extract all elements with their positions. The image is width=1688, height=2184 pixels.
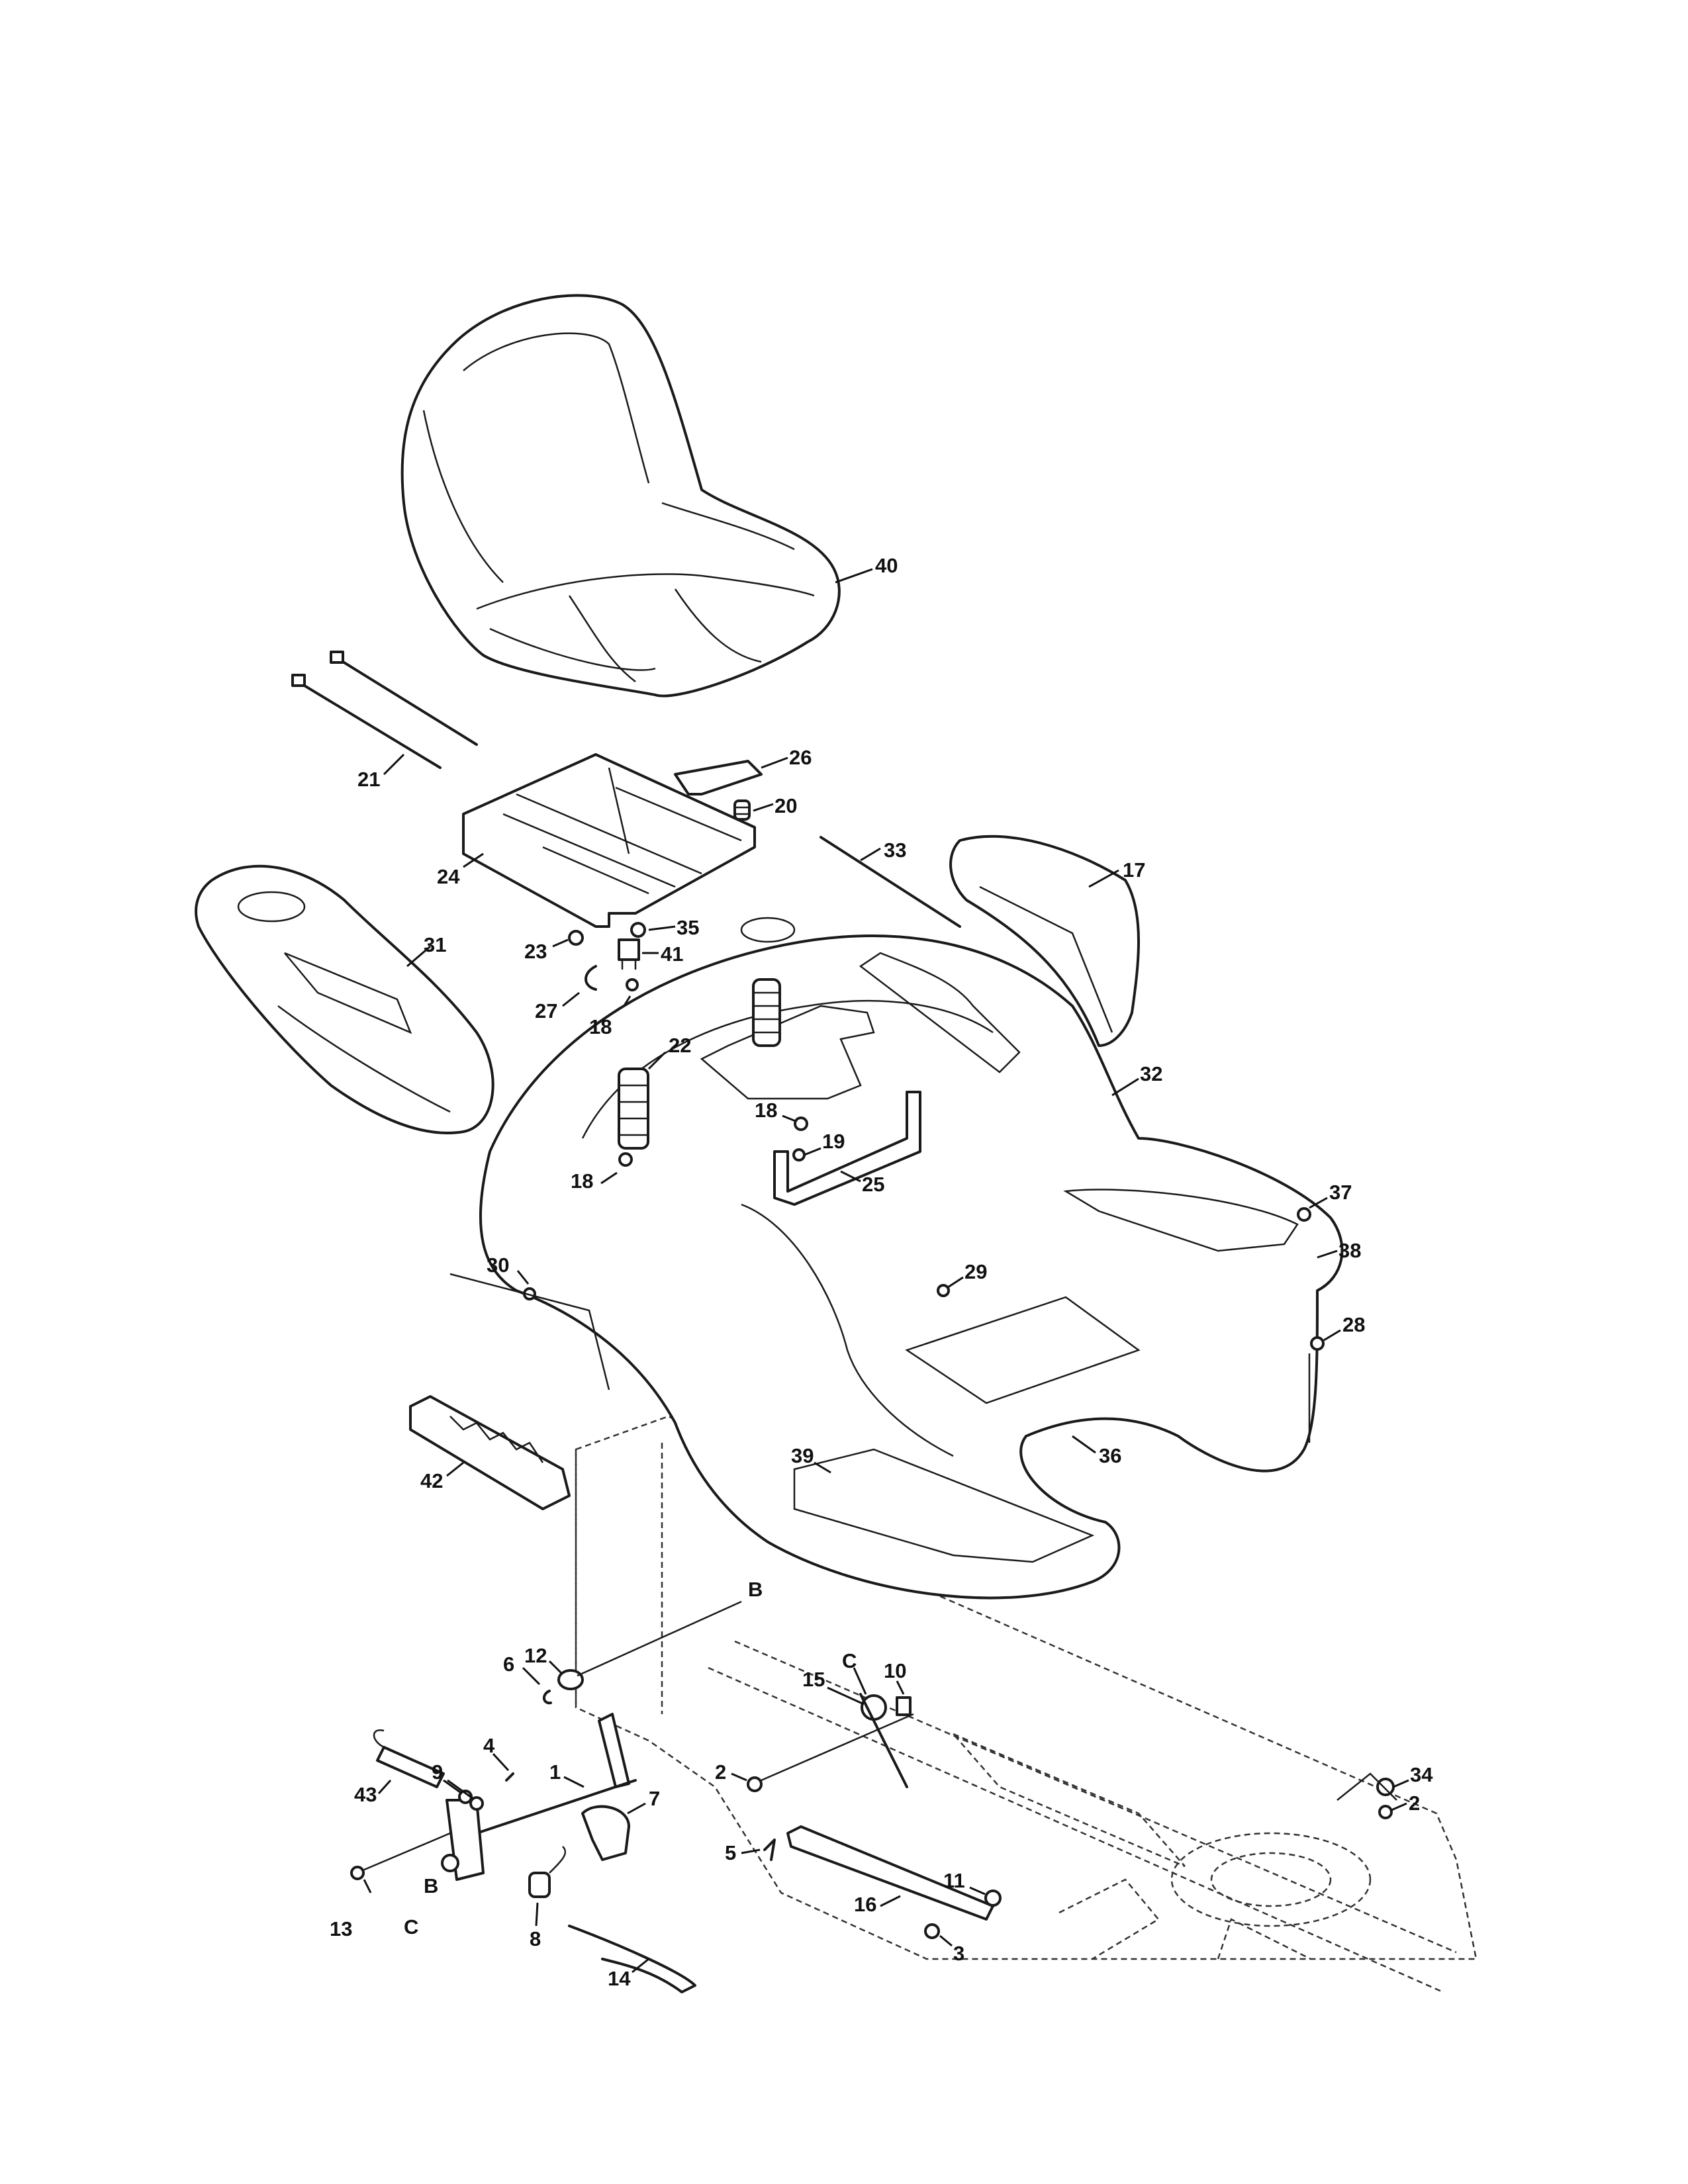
washer-9b (469, 1796, 484, 1811)
callout-2b: 2 (1409, 1792, 1420, 1815)
callout-18b: 18 (755, 1099, 777, 1122)
callout-5: 5 (725, 1841, 736, 1864)
fender-flap (949, 835, 1140, 1047)
bolt-23 (568, 930, 584, 946)
nut-2b (1378, 1805, 1393, 1819)
clip-5 (763, 1839, 776, 1861)
callout-33: 33 (884, 839, 906, 862)
callout-35: 35 (677, 916, 699, 939)
bolt-29 (937, 1284, 950, 1297)
callout-40: 40 (875, 554, 898, 577)
callout-13: 13 (330, 1917, 352, 1940)
callout-18a: 18 (589, 1015, 612, 1038)
callouts: 40 21 26 20 24 33 17 31 35 23 41 27 18 2… (330, 554, 1433, 1990)
callout-4: 4 (483, 1734, 495, 1757)
torsion-spring (528, 1846, 567, 1898)
seat-bracket (773, 1091, 921, 1206)
bolt-11 (984, 1889, 1002, 1907)
callout-11: 11 (943, 1869, 965, 1892)
clip-6 (543, 1690, 552, 1705)
callout-31: 31 (424, 933, 446, 956)
hook-13 (350, 1866, 365, 1880)
switch-plunger (618, 938, 640, 970)
callout-2a: 2 (715, 1760, 726, 1784)
callout-10: 10 (884, 1659, 906, 1682)
pedal-assembly (441, 1713, 696, 1993)
rod (820, 836, 961, 928)
callout-17: 17 (1123, 858, 1145, 882)
callout-3: 3 (953, 1942, 964, 1965)
callout-29: 29 (964, 1260, 987, 1283)
callout-14: 14 (608, 1967, 631, 1990)
callout-39: 39 (791, 1444, 814, 1467)
bolt-10 (896, 1696, 912, 1716)
callout-9: 9 (432, 1760, 443, 1784)
bolt-35 (630, 922, 646, 938)
bushing-12 (557, 1669, 584, 1690)
callout-25: 25 (862, 1173, 884, 1196)
callout-32: 32 (1140, 1062, 1162, 1085)
nut-3 (924, 1923, 940, 1939)
bolt-18c (618, 1152, 633, 1167)
callout-8: 8 (530, 1927, 541, 1950)
callout-16: 16 (854, 1893, 876, 1916)
callout-19: 19 (822, 1130, 845, 1153)
bolt-18b (794, 1116, 808, 1131)
callout-B2: B (424, 1874, 438, 1897)
callout-41: 41 (661, 942, 683, 966)
callout-42: 42 (420, 1469, 443, 1492)
callout-36: 36 (1099, 1444, 1121, 1467)
callout-23: 23 (524, 940, 547, 963)
link-16 (786, 1825, 994, 1921)
callout-43: 43 (354, 1783, 377, 1806)
pin-4 (505, 1772, 514, 1782)
washer-34 (1376, 1778, 1395, 1796)
height-bracket (409, 1273, 610, 1510)
springs (618, 978, 781, 1150)
callout-37: 37 (1329, 1181, 1352, 1204)
seat-clip (674, 760, 763, 796)
callout-26: 26 (789, 746, 812, 769)
callout-38: 38 (1338, 1239, 1361, 1262)
callout-21: 21 (357, 768, 380, 791)
cable-ties (291, 651, 478, 769)
bolt-37 (1297, 1207, 1311, 1222)
callout-28: 28 (1342, 1313, 1365, 1336)
clip-27 (585, 965, 597, 991)
callout-20: 20 (774, 794, 797, 817)
callout-30: 30 (487, 1253, 509, 1277)
spring-43 (373, 1729, 445, 1788)
callout-C2: C (404, 1915, 418, 1938)
callout-34: 34 (1410, 1763, 1433, 1786)
bracket-15 (859, 1693, 908, 1788)
nut-2a (747, 1776, 763, 1792)
callout-18c: 18 (571, 1169, 593, 1193)
fender-body (479, 917, 1344, 1600)
callout-6: 6 (503, 1653, 514, 1676)
callout-15: 15 (802, 1668, 825, 1691)
seat (400, 294, 841, 698)
callout-24: 24 (437, 865, 460, 888)
seat-pan (462, 753, 756, 928)
spring-small (733, 799, 751, 821)
nut-19 (792, 1148, 806, 1161)
callout-7: 7 (649, 1787, 660, 1810)
bolt-18a (626, 978, 639, 991)
callout-22: 22 (669, 1034, 691, 1057)
callout-B1: B (748, 1578, 763, 1601)
bolt-28 (1310, 1336, 1325, 1351)
callout-1: 1 (549, 1760, 561, 1784)
callout-12: 12 (524, 1644, 547, 1667)
callout-27: 27 (535, 999, 557, 1023)
callout-C1: C (842, 1649, 857, 1672)
side-cover (195, 864, 494, 1134)
